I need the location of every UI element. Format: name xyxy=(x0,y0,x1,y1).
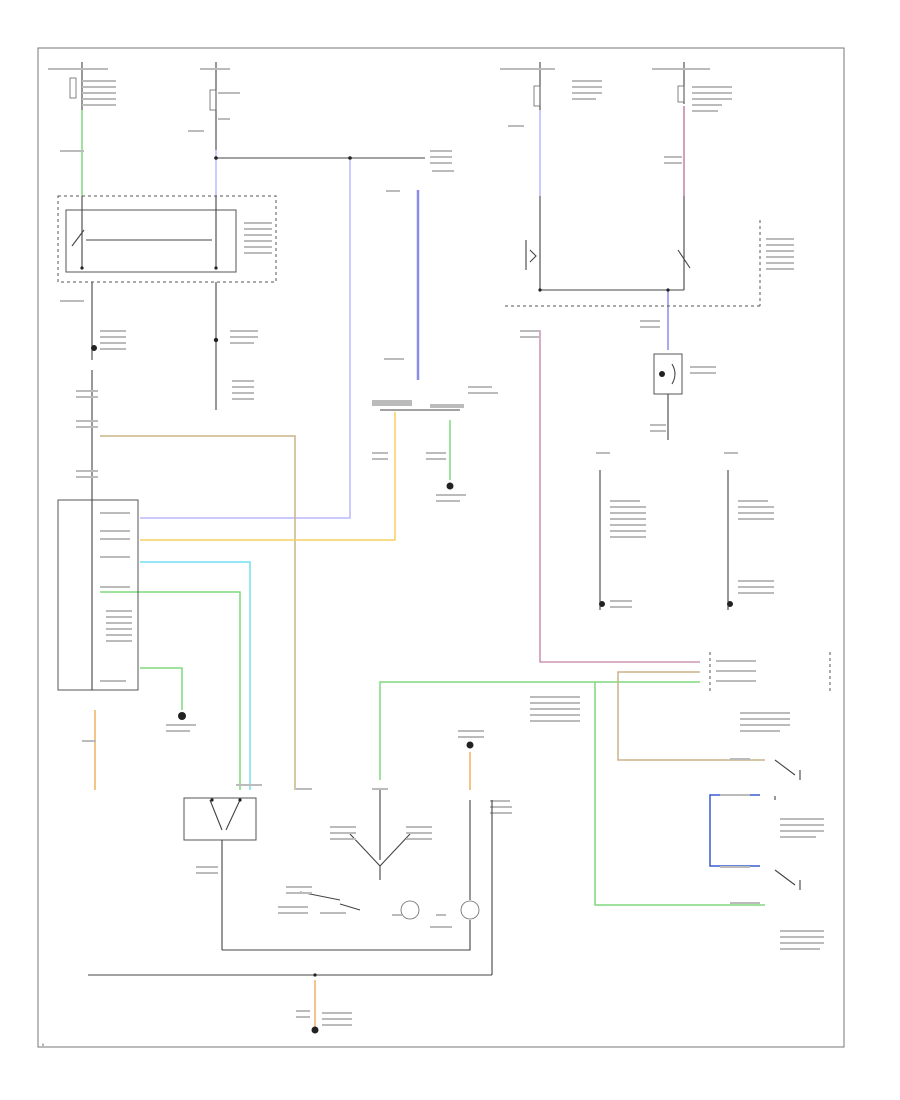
wire-green-low-switch xyxy=(594,682,765,906)
powertrain-control-module xyxy=(530,652,831,732)
ground-center xyxy=(436,482,466,502)
wire-tan xyxy=(100,435,296,790)
blower-motor-switch-module xyxy=(57,499,139,691)
ground-bottom xyxy=(296,1010,352,1034)
low-pressure-switch xyxy=(774,869,824,950)
mode-switch-and-lamps xyxy=(278,800,480,928)
pcm-connector xyxy=(372,386,498,411)
wire-blue-long xyxy=(140,160,351,519)
misc-label-marks xyxy=(60,150,760,904)
wire-green-pressure xyxy=(379,681,700,780)
hot-at-all-times-fuse-left xyxy=(48,62,116,110)
wire-green-ground xyxy=(140,667,183,710)
wire-navy xyxy=(709,794,760,867)
function-selector-switch xyxy=(330,790,432,880)
notes-column-a xyxy=(599,470,646,610)
hot-in-accessory-fuse xyxy=(500,62,602,127)
blower-relay-box xyxy=(57,195,277,283)
wire-yellow xyxy=(140,412,396,541)
ground-left xyxy=(166,712,196,732)
wire-cyan xyxy=(140,561,251,790)
hot-in-run-fuse xyxy=(188,62,240,150)
temperature-control xyxy=(213,282,258,410)
wire-green-switch xyxy=(100,591,241,790)
pcm-relay-box xyxy=(505,196,794,307)
footer-code: 0 xyxy=(42,1043,45,1047)
notes-column-b xyxy=(727,470,774,610)
hot-at-all-times-fuse-right xyxy=(652,62,732,112)
ac-compressor-clutch xyxy=(653,353,716,440)
wire-ground-bus xyxy=(222,920,471,951)
high-pressure-switch xyxy=(774,759,824,838)
wire-tan-pcm xyxy=(617,671,765,761)
diagram-frame xyxy=(37,47,845,1048)
wire-violet-pcm xyxy=(539,330,700,663)
blower-switch xyxy=(183,797,257,950)
sensor-top xyxy=(458,730,512,814)
